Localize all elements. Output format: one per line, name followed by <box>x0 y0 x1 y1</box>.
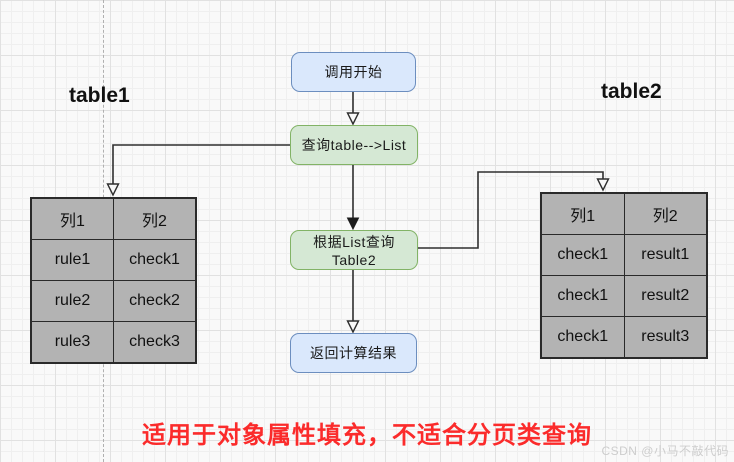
table2-header-col1: 列1 <box>540 192 625 235</box>
caption-text: 适用于对象属性填充，不适合分页类查询 <box>142 422 592 449</box>
table1-header-col1: 列1 <box>30 197 114 240</box>
table-row: check1 result2 <box>540 275 708 317</box>
arrowhead-hollow-2 <box>346 320 360 334</box>
table-row: check1 result3 <box>540 316 708 359</box>
table2: 列1 列2 check1 result1 check1 result2 chec… <box>540 192 708 359</box>
table1-cell: check3 <box>113 321 197 364</box>
table-header-row: 列1 列2 <box>30 197 197 240</box>
table1-header-col2: 列2 <box>113 197 197 240</box>
table1-cell: check2 <box>113 280 197 322</box>
table1-title: table1 <box>69 84 130 107</box>
table-header-row: 列1 列2 <box>540 192 708 235</box>
table-row: check1 result1 <box>540 234 708 276</box>
table2-cell: result1 <box>623 234 708 276</box>
table1: 列1 列2 rule1 check1 rule2 check2 rule3 ch… <box>30 197 197 364</box>
table2-cell: check1 <box>540 275 625 317</box>
arrowhead-hollow-4 <box>596 178 610 192</box>
table-row: rule3 check3 <box>30 321 197 364</box>
table1-cell: rule2 <box>30 280 114 322</box>
table2-cell: check1 <box>540 316 625 359</box>
table1-cell: check1 <box>113 239 197 281</box>
watermark: CSDN @小马不敲代码 <box>601 444 729 458</box>
table1-cell: rule3 <box>30 321 114 364</box>
table2-title: table2 <box>601 80 662 103</box>
flow-node-query-list-label: 查询table-->List <box>301 137 407 153</box>
table2-header-col2: 列2 <box>623 192 708 235</box>
flow-node-query-list: 查询table-->List <box>290 125 418 165</box>
flow-node-return: 返回计算结果 <box>290 333 417 373</box>
arrowhead-hollow-1 <box>346 112 360 126</box>
flow-node-query-table2-label: 根据List查询Table2 <box>313 234 395 268</box>
flow-node-start-label: 调用开始 <box>324 64 383 80</box>
flow-node-return-label: 返回计算结果 <box>310 345 397 361</box>
table2-cell: result3 <box>623 316 708 359</box>
arrowhead-filled <box>346 217 360 231</box>
arrowhead-hollow-3 <box>106 183 120 197</box>
flow-node-query-table2: 根据List查询Table2 <box>290 230 418 270</box>
table2-cell: result2 <box>623 275 708 317</box>
table1-cell: rule1 <box>30 239 114 281</box>
table2-cell: check1 <box>540 234 625 276</box>
arrow-querylist-to-table1 <box>112 144 290 184</box>
table-row: rule2 check2 <box>30 280 197 322</box>
table-row: rule1 check1 <box>30 239 197 281</box>
flow-node-start: 调用开始 <box>291 52 416 92</box>
